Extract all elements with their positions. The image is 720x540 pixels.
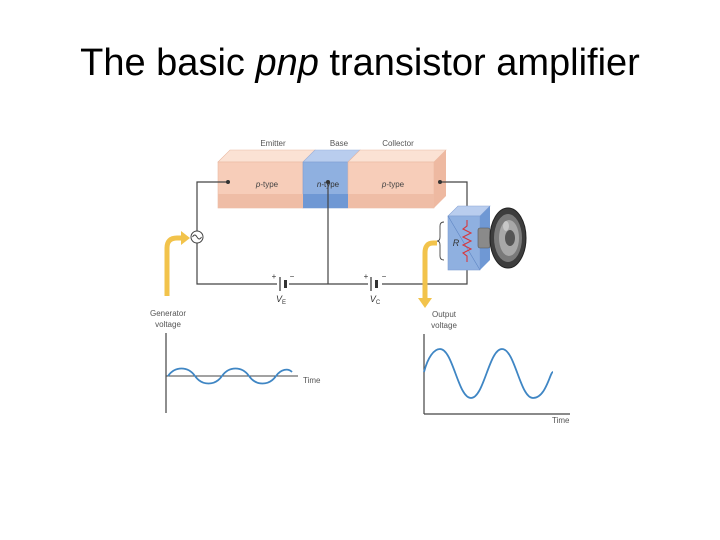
battery-e-plus: + [272, 272, 277, 281]
base-bottom-shade [303, 194, 348, 208]
title-prefix: The basic [80, 42, 256, 84]
base-type-label: n-type [317, 180, 340, 189]
collector-top-face [347, 149, 447, 163]
output-arrow [418, 240, 437, 308]
generator-time-label: Time [303, 376, 321, 385]
output-wave [423, 348, 554, 399]
output-time-label: Time [552, 416, 570, 425]
speaker-magnet [477, 227, 491, 249]
block-side-face [434, 150, 446, 208]
battery-collector: + − VC [364, 272, 387, 306]
speaker-icon [477, 207, 527, 269]
collector-type-label: p-type [381, 180, 405, 189]
input-arrow [164, 231, 190, 296]
collector-return-wire [382, 266, 468, 285]
circuit-wires [196, 181, 468, 285]
load-bracket [436, 221, 445, 261]
battery-c-plus: + [364, 272, 369, 281]
title-suffix: transistor amplifier [318, 42, 640, 84]
collector-wire [440, 181, 468, 214]
speaker-highlight [503, 221, 509, 231]
input-arrow-head [181, 231, 190, 245]
emitter-top-face [217, 149, 316, 163]
resistor-symbol [461, 220, 473, 262]
emitter-bottom-shade [218, 194, 303, 208]
generator-label-line2: voltage [155, 320, 181, 329]
collector-bottom-shade [348, 194, 434, 208]
resistor-label: R [453, 238, 460, 248]
emitter-label: Emitter [260, 139, 286, 148]
emitter-terminal [226, 180, 230, 184]
emitter-type-label: p-type [255, 180, 279, 189]
collector-terminal [438, 180, 442, 184]
base-terminal [326, 180, 330, 184]
battery-c-short-plate [375, 280, 378, 288]
output-label-line2: voltage [431, 321, 457, 330]
load-box-diagonal [447, 215, 481, 271]
emitter-return-wire [196, 243, 277, 285]
title-italic: pnp [255, 42, 319, 84]
input-arrow-shaft [164, 235, 182, 296]
output-arrow-head [418, 298, 432, 308]
emitter-wire [196, 181, 228, 231]
battery-c-minus: − [382, 272, 387, 281]
battery-e-minus: − [290, 272, 295, 281]
ac-generator [190, 230, 204, 244]
battery-e-label: VE [276, 294, 286, 306]
generator-label-line1: Generator [150, 309, 186, 318]
generator-graph: Generator voltage Time [150, 309, 321, 413]
output-graph: Output voltage Time [423, 310, 570, 425]
battery-emitter: + − VE [272, 272, 295, 306]
battery-c-label: VC [370, 294, 381, 306]
generator-wave [167, 367, 293, 385]
output-label-line1: Output [432, 310, 457, 319]
speaker-dust-cap [505, 230, 515, 246]
battery-e-short-plate [284, 280, 287, 288]
output-arrow-shaft [422, 240, 437, 299]
transistor-block: Emitter Base Collector p-type n-type p-t… [217, 139, 447, 209]
slide-title: The basic pnp transistor amplifier [0, 42, 720, 85]
generator-sine-icon [192, 234, 202, 240]
collector-label: Collector [382, 139, 414, 148]
base-label: Base [330, 139, 349, 148]
